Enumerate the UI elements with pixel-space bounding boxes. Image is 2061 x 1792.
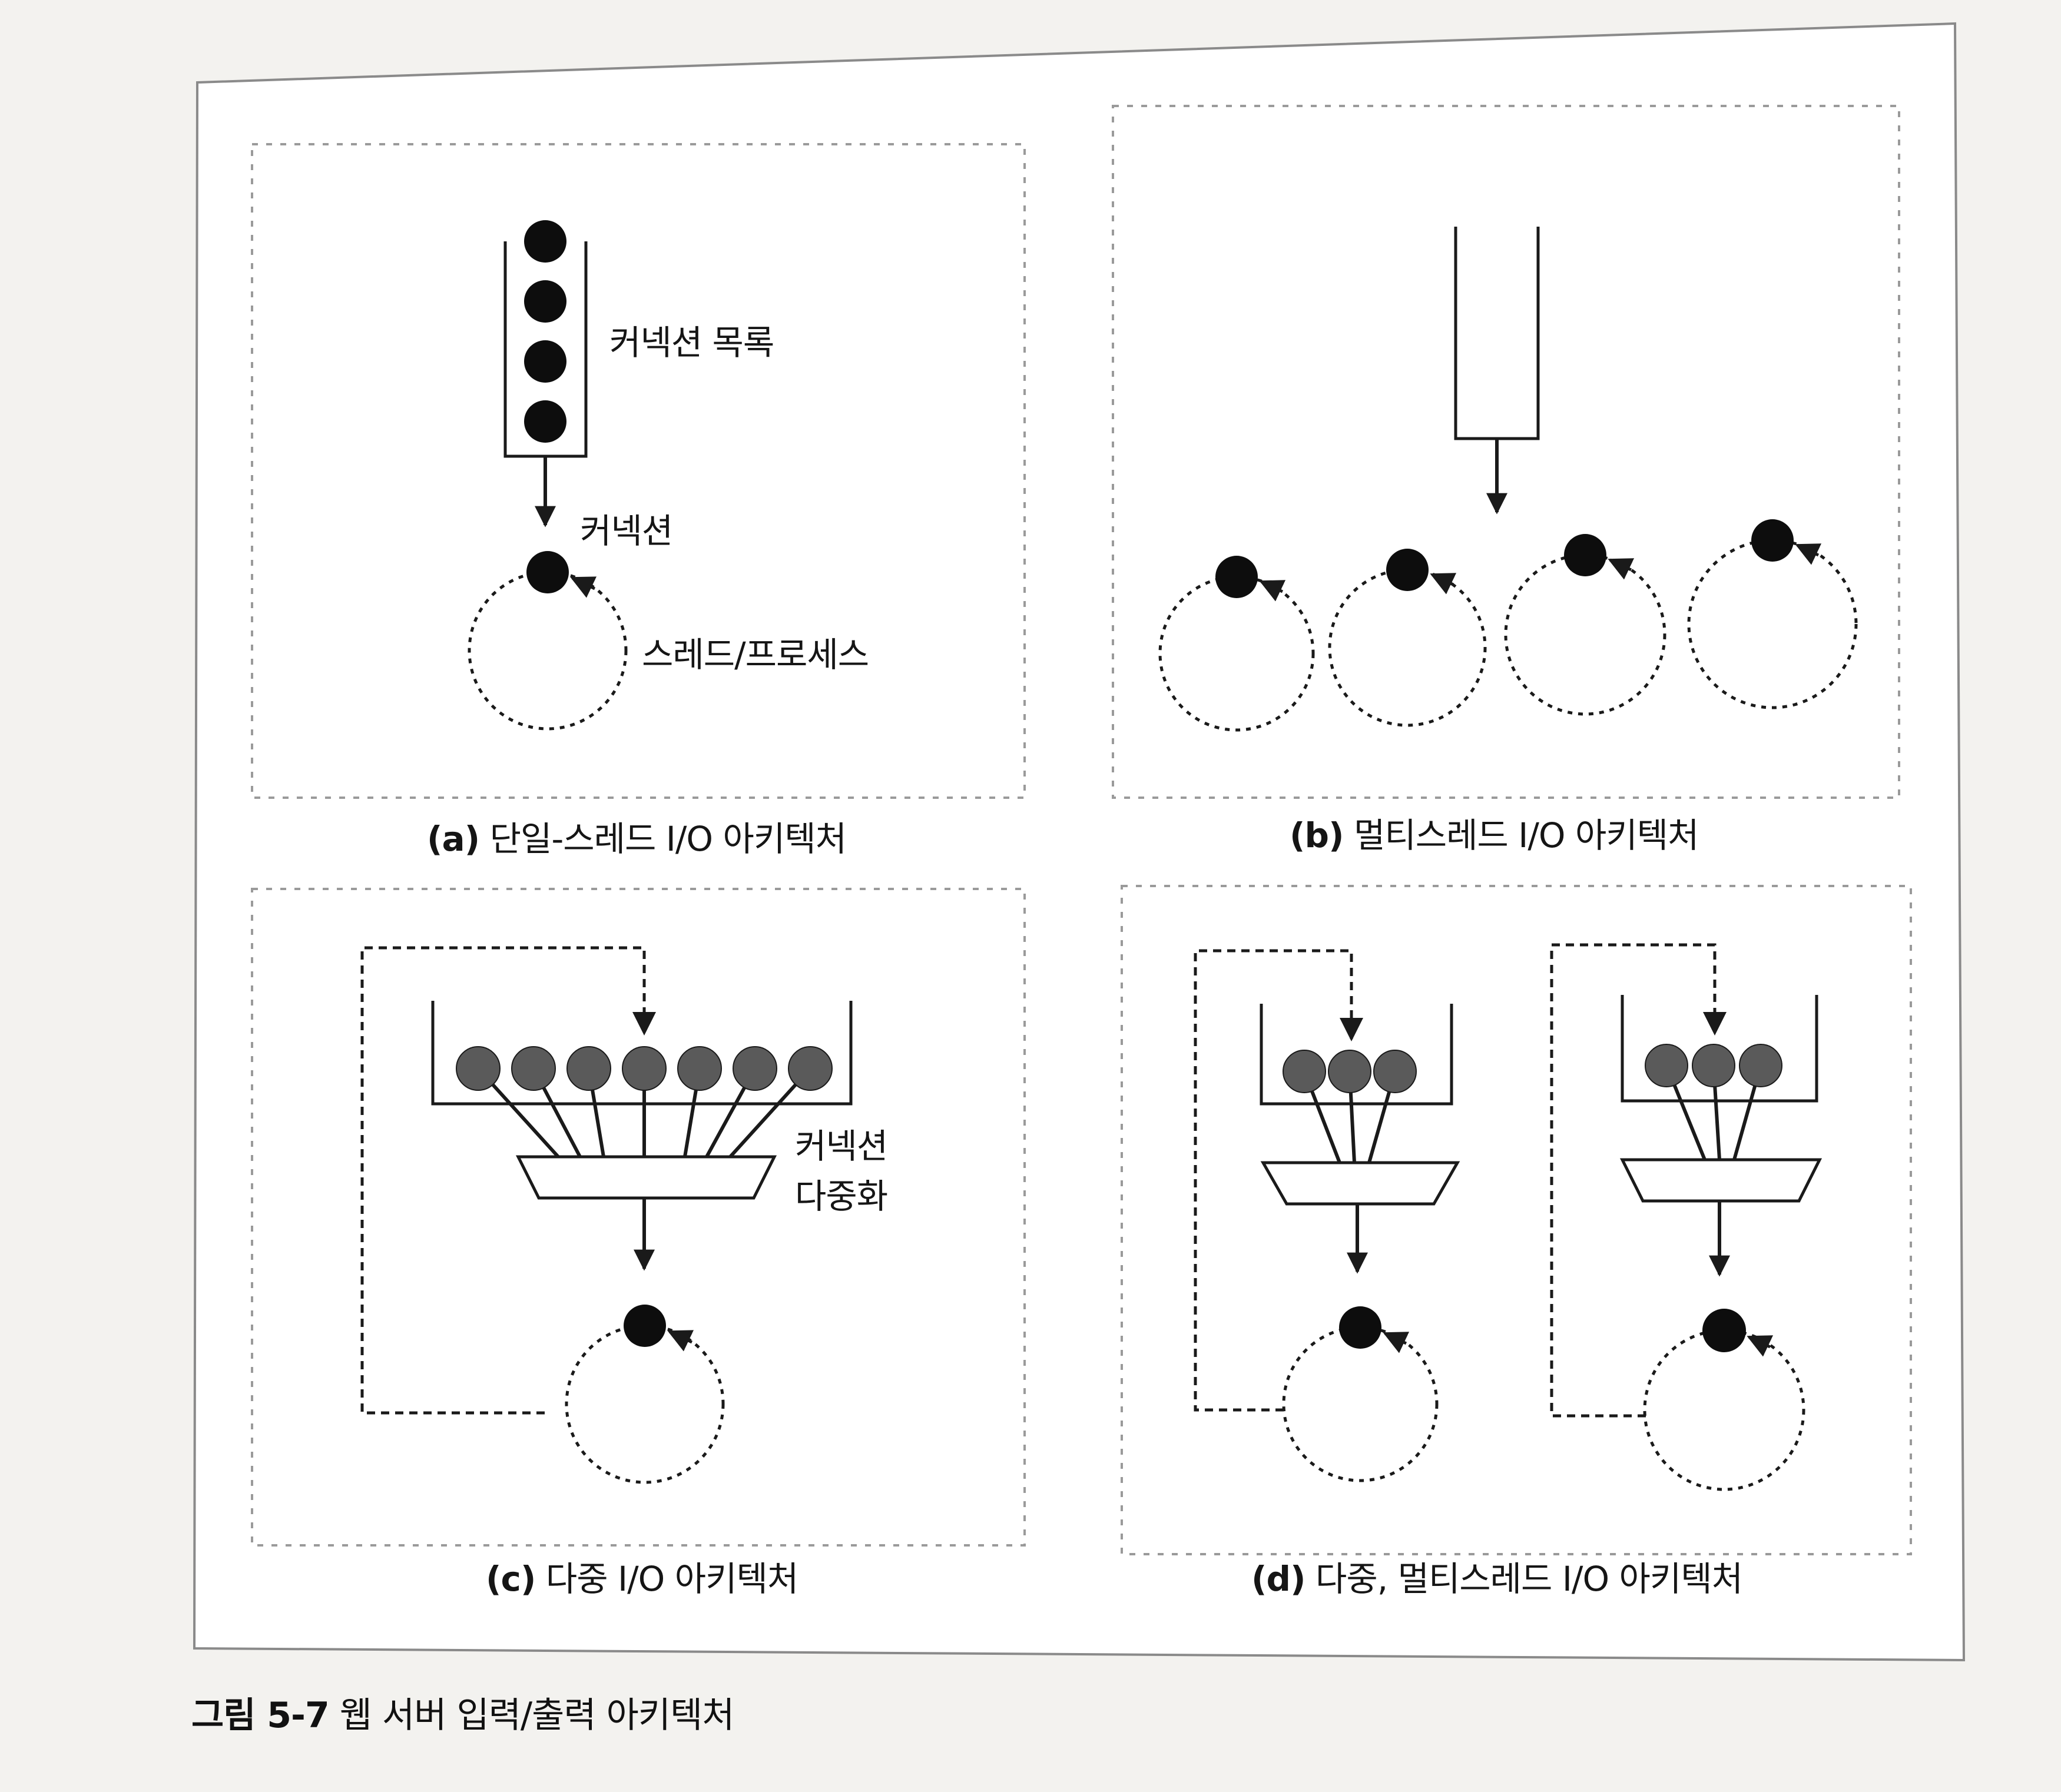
connection-d1-1 xyxy=(1283,1050,1326,1093)
connection-label: 커넥션 xyxy=(580,511,673,551)
panel-d-box xyxy=(1121,885,1912,1555)
queued-connection-1 xyxy=(524,220,566,263)
queued-connection-3 xyxy=(524,340,566,383)
thread-loop-b2 xyxy=(1328,568,1487,727)
loop-arrowhead-d2 xyxy=(1747,1335,1774,1357)
loop-arrowhead-b4 xyxy=(1795,543,1822,565)
connection-c1 xyxy=(456,1046,501,1091)
panel-b-box xyxy=(1112,105,1900,799)
feedback-path-d1 xyxy=(1194,949,1363,1412)
active-connection-b3 xyxy=(1564,534,1606,576)
panel-b-multithread xyxy=(1112,105,1900,799)
panel-b-caption: (b) 멀티스레드 I/O 아키텍처 xyxy=(1290,808,1699,857)
multiplex-label-line2: 다중화 xyxy=(795,1176,888,1216)
panel-a-caption-text: 단일-스레드 I/O 아키텍처 xyxy=(489,819,847,859)
figure-number: 그림 5-7 xyxy=(191,1695,330,1736)
active-connection-c xyxy=(624,1305,666,1347)
multiplexer-d1 xyxy=(1260,1161,1460,1206)
thread-process-label: 스레드/프로세스 xyxy=(642,635,869,675)
panel-a-box xyxy=(251,143,1026,799)
panel-d-multiplexed-multithread xyxy=(1121,885,1912,1555)
connection-c5 xyxy=(677,1046,722,1091)
panel-d-letter: (d) xyxy=(1251,1559,1306,1599)
connection-d2-3 xyxy=(1739,1044,1782,1087)
panel-c-letter: (c) xyxy=(486,1559,536,1599)
loop-arrowhead-b2 xyxy=(1430,573,1457,595)
queued-connection-2 xyxy=(524,280,566,323)
connection-bucket-d1 xyxy=(1260,1004,1453,1106)
panel-a-letter: (a) xyxy=(427,819,480,859)
loop-arrowhead-a xyxy=(570,576,597,598)
connection-c3 xyxy=(566,1046,611,1091)
connection-c7 xyxy=(788,1046,833,1091)
active-connection-b2 xyxy=(1386,549,1429,591)
connection-d2-2 xyxy=(1692,1044,1735,1087)
panel-c-caption: (c) 다중 I/O 아키텍처 xyxy=(486,1551,798,1601)
panel-d-caption-text: 다중, 멀티스레드 I/O 아키텍처 xyxy=(1315,1559,1743,1599)
loop-arrowhead-d1 xyxy=(1383,1332,1410,1353)
active-connection-d2 xyxy=(1702,1309,1746,1352)
connection-list-label: 커넥션 목록 xyxy=(609,323,774,363)
active-connection-b4 xyxy=(1751,519,1794,562)
active-connection-a xyxy=(526,551,569,593)
loop-arrowhead-c xyxy=(667,1330,694,1352)
queued-connection-4 xyxy=(524,400,566,443)
panel-c-caption-text: 다중 I/O 아키텍처 xyxy=(545,1559,798,1599)
panel-a-caption: (a) 단일-스레드 I/O 아키텍처 xyxy=(427,811,847,861)
multiplexer-c xyxy=(515,1155,777,1200)
connection-bucket-c xyxy=(431,1001,853,1106)
loop-arrowhead-b3 xyxy=(1608,558,1635,580)
connection-bucket-d2 xyxy=(1621,995,1818,1103)
multiplexer-d2 xyxy=(1619,1158,1823,1203)
thread-loop-a xyxy=(468,570,628,731)
panel-d-caption: (d) 다중, 멀티스레드 I/O 아키텍처 xyxy=(1251,1551,1743,1601)
active-connection-d1 xyxy=(1339,1306,1381,1349)
active-connection-b1 xyxy=(1215,556,1258,598)
multiplex-label-line1: 커넥션 xyxy=(795,1126,888,1166)
connection-d2-1 xyxy=(1645,1044,1688,1087)
panel-a-single-thread xyxy=(251,143,1026,799)
panel-c-box xyxy=(251,888,1026,1547)
connection-c6 xyxy=(733,1046,777,1091)
figure-title-text: 웹 서버 입력/출력 아키텍처 xyxy=(339,1695,735,1736)
connection-c4 xyxy=(622,1046,667,1091)
figure-title: 그림 5-7 웹 서버 입력/출력 아키텍처 xyxy=(191,1687,734,1738)
thread-loop-c xyxy=(565,1324,725,1484)
connection-c2 xyxy=(511,1046,556,1091)
connection-d1-2 xyxy=(1328,1050,1371,1093)
feedback-path-d2 xyxy=(1550,943,1727,1418)
panel-c-multiplexed xyxy=(251,888,1026,1547)
connection-d1-3 xyxy=(1373,1050,1417,1093)
panel-b-letter: (b) xyxy=(1290,815,1344,855)
loop-arrowhead-b1 xyxy=(1259,580,1286,602)
panel-b-caption-text: 멀티스레드 I/O 아키텍처 xyxy=(1353,815,1699,855)
